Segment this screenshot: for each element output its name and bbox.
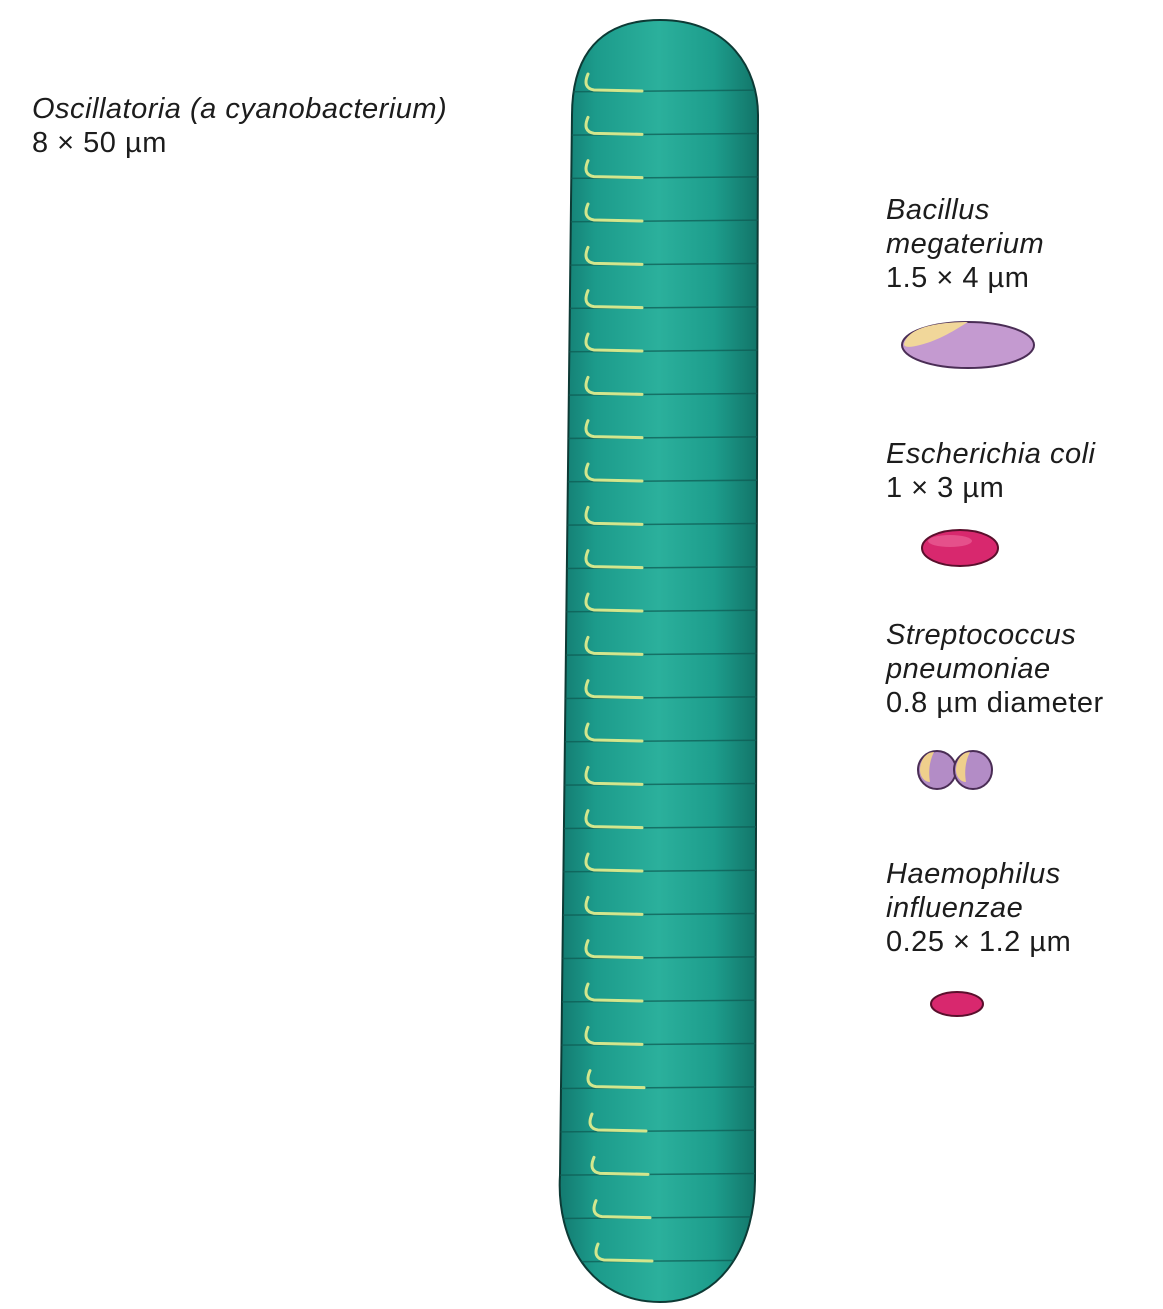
bacillus-cell	[902, 322, 1034, 368]
oscillatoria-septum	[540, 1260, 780, 1262]
ecoli-cell	[922, 530, 998, 566]
ecoli-highlight	[928, 535, 972, 547]
haemophilus-cell	[931, 992, 983, 1016]
oscillatoria-cell	[540, 20, 780, 1302]
oscillatoria-body	[560, 20, 758, 1302]
streptococcus-cells	[918, 751, 992, 789]
